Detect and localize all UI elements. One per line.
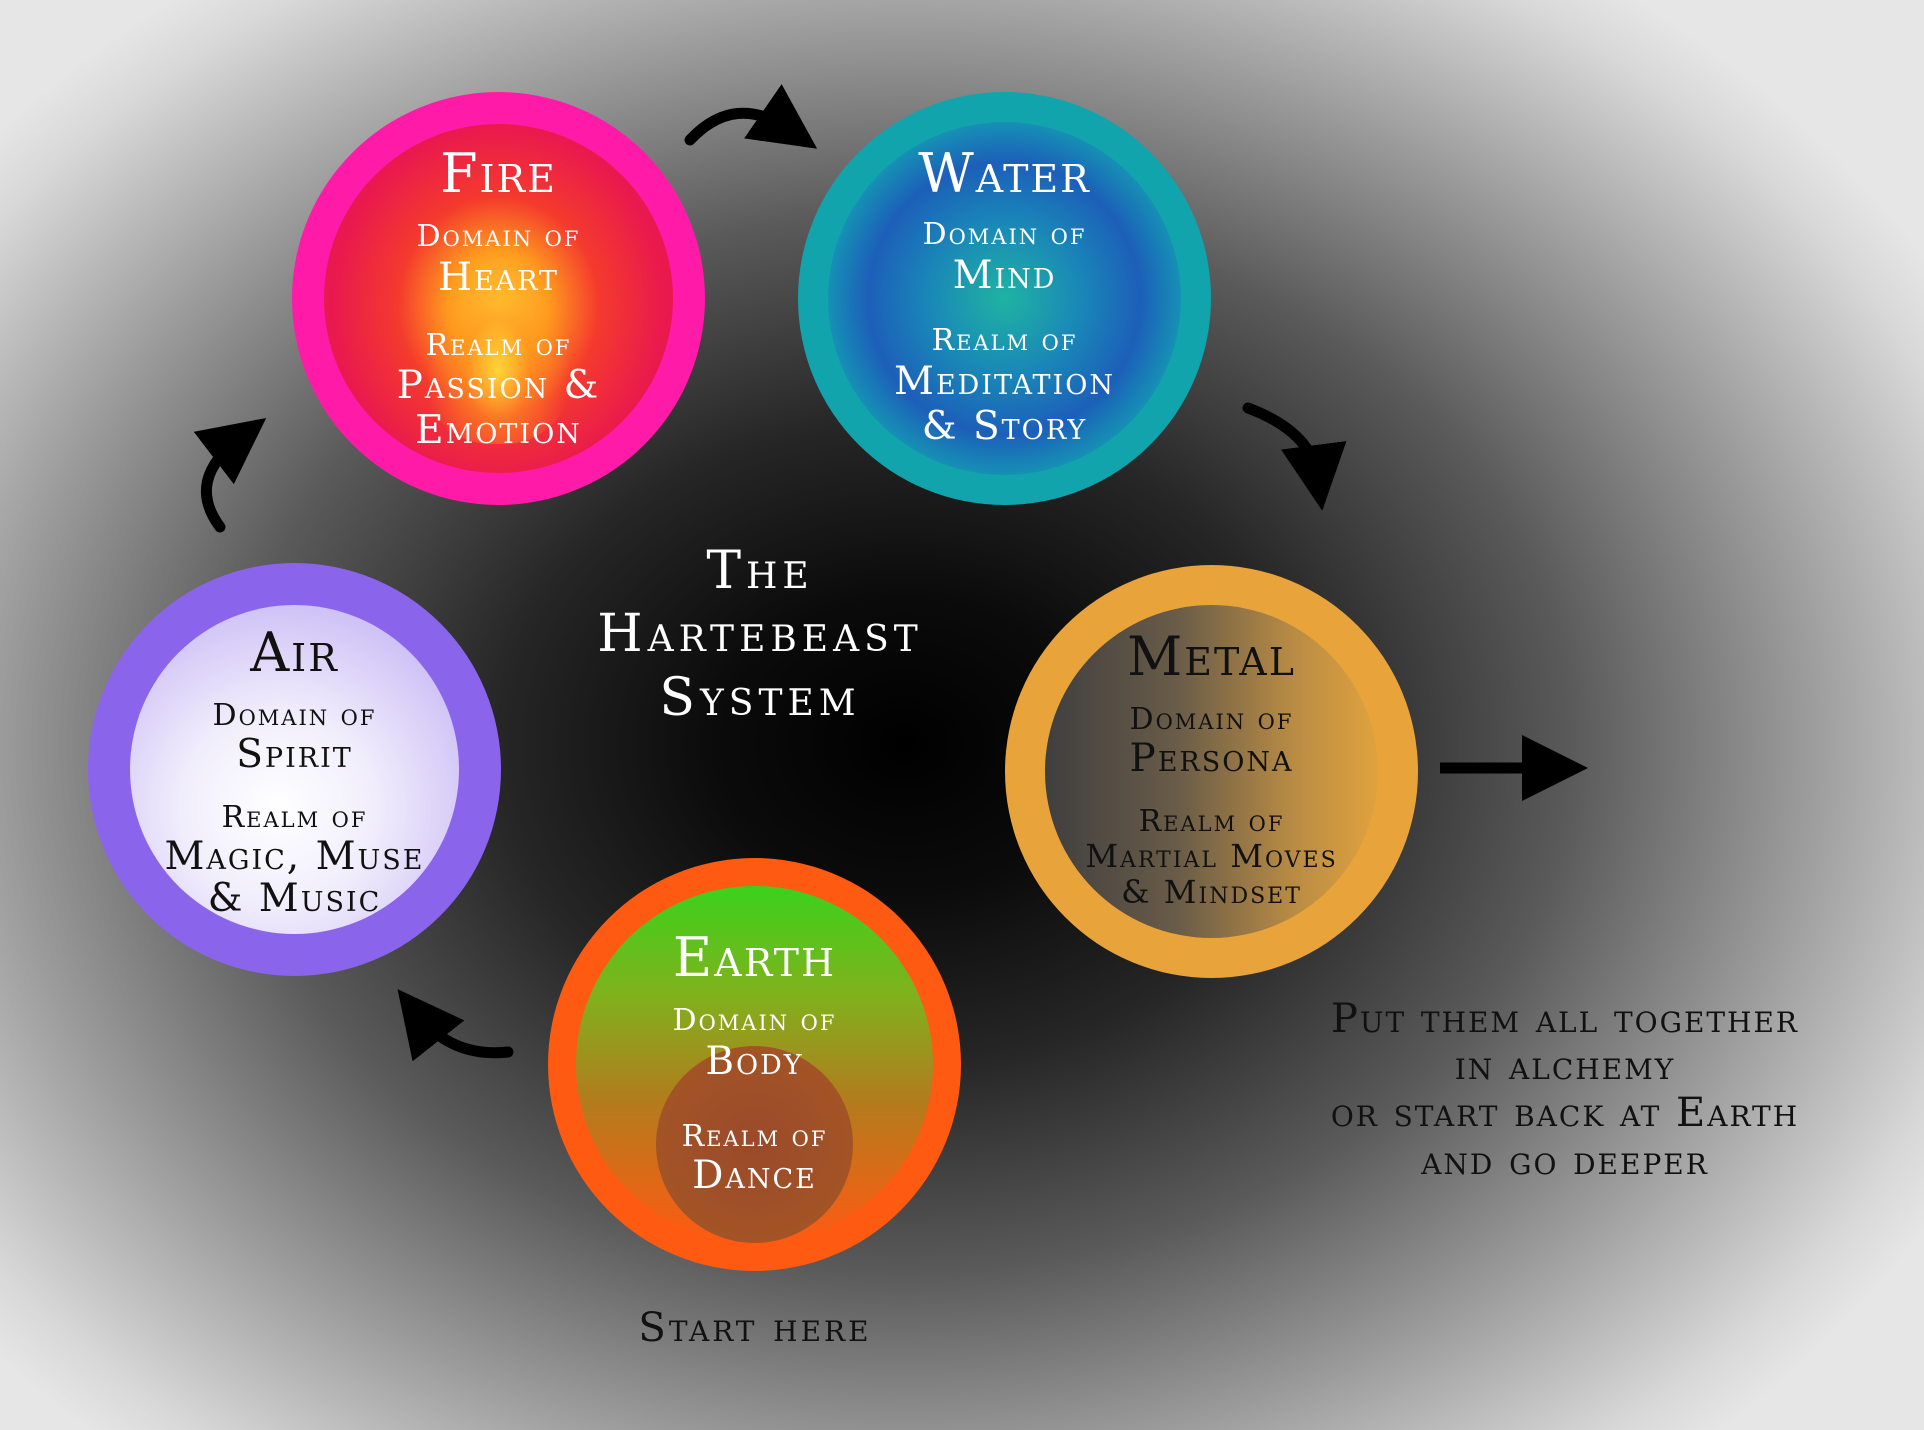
water-circle: Water Domain of Mind Realm of Meditation… [798, 92, 1211, 505]
air-realm-line-1: Magic, Muse [164, 834, 425, 879]
title-line-3: System [659, 667, 861, 728]
arrow-earth-to-air [397, 989, 514, 1062]
earth-realm-label: Realm of [681, 1119, 828, 1154]
fire-domain-label: Domain of [416, 219, 581, 254]
fire-name: Fire [440, 142, 557, 205]
water-realm-line-1: Meditation [894, 359, 1115, 404]
metal-realm-line-2: & Mindset [1121, 873, 1302, 911]
water-name: Water [918, 142, 1091, 205]
earth-name: Earth [672, 926, 837, 989]
note-line-2: in alchemy [1454, 1043, 1676, 1090]
fire-circle: Fire Domain of Heart Realm of Passion & … [292, 92, 705, 505]
air-realm-line-2: & Music [207, 876, 382, 921]
fire-domain: Heart [437, 255, 560, 300]
air-domain-label: Domain of [212, 698, 377, 733]
note-line-1: Put them all together [1331, 996, 1799, 1042]
earth-circle: Earth Domain of Body Realm of Dance [548, 858, 961, 1271]
air-name: Air [250, 621, 339, 684]
title-line-1: The [706, 541, 814, 601]
water-realm-line-2: & Story [921, 404, 1088, 449]
flame-icon [418, 234, 578, 444]
water-domain: Mind [952, 253, 1057, 298]
earth-realm-line-1: Dance [692, 1153, 817, 1198]
water-domain-label: Domain of [922, 217, 1087, 252]
air-domain: Spirit [236, 732, 353, 777]
metal-realm-line-1: Martial Moves [1085, 837, 1338, 875]
metal-circle: Metal Domain of Persona Realm of Martial… [1005, 565, 1418, 978]
fire-realm-label: Realm of [425, 328, 572, 363]
diagram-title: The Hartebeast System [540, 540, 980, 730]
metal-realm-label: Realm of [1138, 804, 1285, 839]
fire-realm-line-2: Emotion [415, 408, 582, 453]
fire-realm-line-1: Passion & [396, 363, 601, 408]
note-line-4: and go deeper [1421, 1137, 1709, 1184]
metal-domain: Persona [1129, 736, 1294, 781]
air-realm-label: Realm of [221, 800, 368, 835]
metal-name: Metal [1127, 625, 1296, 688]
arrow-fire-to-water [684, 84, 818, 149]
alchemy-note: Put them all together in alchemy or star… [1240, 996, 1890, 1185]
title-line-2: Hartebeast [597, 604, 923, 665]
air-circle: Air Domain of Spirit Realm of Magic, Mus… [88, 563, 501, 976]
note-line-3: or start back at Earth [1330, 1090, 1800, 1137]
earth-domain: Body [705, 1039, 804, 1084]
metal-domain-label: Domain of [1129, 702, 1294, 737]
start-here-label: Start here [638, 1305, 872, 1351]
arrow-air-to-fire [193, 417, 267, 533]
arrow-water-to-metal [1242, 402, 1347, 511]
earth-domain-label: Domain of [672, 1003, 837, 1038]
water-realm-label: Realm of [931, 323, 1078, 358]
